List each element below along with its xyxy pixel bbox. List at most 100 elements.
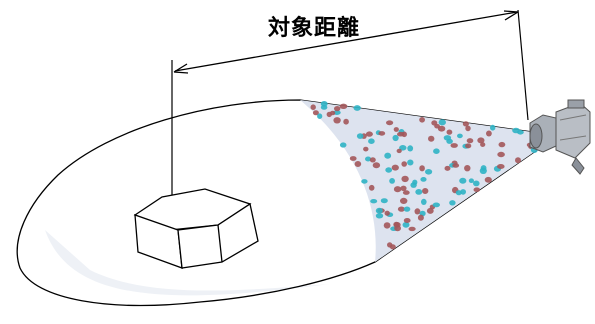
particle-dot <box>339 142 347 148</box>
particle-dot <box>490 124 496 131</box>
particle-dot <box>326 111 332 118</box>
particle-dot <box>480 142 486 148</box>
particle-dot <box>460 189 466 195</box>
particle-dot <box>426 207 434 214</box>
particle-dot <box>414 208 421 215</box>
particle-dot <box>365 156 372 162</box>
particle-dot <box>333 117 341 124</box>
particle-dot <box>386 120 394 126</box>
particle-dot <box>380 198 388 204</box>
particle-dot <box>400 197 408 204</box>
particle-dot <box>452 163 460 168</box>
particle-dot <box>403 218 411 223</box>
particle-dot <box>317 113 323 119</box>
distance-arrowhead-right <box>503 10 519 21</box>
particle-dot <box>407 145 414 152</box>
particle-dot <box>428 135 435 142</box>
distance-label: 対象距離 <box>268 16 361 41</box>
particle-dot <box>393 127 399 132</box>
particle-dot <box>353 105 361 111</box>
particle-dot <box>334 106 341 112</box>
particle-dot <box>420 177 427 182</box>
particle-dot <box>466 138 474 144</box>
particle-dot <box>389 244 396 250</box>
particle-dot <box>479 167 487 174</box>
particle-dot <box>449 200 456 206</box>
particle-dot <box>402 190 410 195</box>
particle-dot <box>497 164 505 169</box>
particle-dot <box>396 148 402 154</box>
particle-dot <box>419 165 425 172</box>
particle-dot <box>498 141 506 148</box>
detection-field-outline <box>16 99 541 307</box>
particle-dot <box>457 133 463 139</box>
particle-dot <box>410 182 417 188</box>
particle-dot <box>515 157 521 164</box>
particle-dot <box>356 133 364 139</box>
particle-dot <box>415 189 423 195</box>
particle-dot <box>384 152 392 159</box>
particle-dot <box>361 179 368 184</box>
particle-dot <box>419 117 425 123</box>
particle-dot <box>369 157 376 163</box>
particle-dot <box>473 187 481 192</box>
particle-dot <box>375 207 383 214</box>
particle-dot <box>450 143 458 148</box>
particle-dots <box>310 101 542 250</box>
particle-dot <box>393 221 400 228</box>
particle-dot <box>391 164 399 171</box>
particle-dot <box>383 222 391 229</box>
particle-dot <box>468 178 474 183</box>
particle-dot <box>421 198 427 205</box>
particle-dot <box>422 188 429 194</box>
particle-dot <box>368 138 375 144</box>
particle-dot <box>397 206 405 212</box>
particle-dot <box>402 221 410 228</box>
particle-dot <box>310 104 316 110</box>
particle-dot <box>477 137 485 144</box>
particle-dot <box>343 118 349 125</box>
particle-dot <box>425 169 433 175</box>
particle-dot <box>384 210 390 216</box>
particle-dot <box>401 175 409 183</box>
particle-dot <box>370 199 378 204</box>
particle-dot <box>400 185 407 191</box>
particle-dot <box>392 134 399 142</box>
particle-dot <box>339 103 348 110</box>
particle-dot <box>354 161 362 167</box>
particle-dot <box>432 202 440 208</box>
distance-arrowhead-left <box>173 63 189 74</box>
particle-dot <box>465 125 471 132</box>
particle-dot <box>459 177 467 184</box>
particle-dot <box>372 162 381 169</box>
particle-dot <box>437 125 446 132</box>
particle-dot <box>378 131 386 136</box>
sensor-beam-cone <box>300 100 540 262</box>
particle-dot <box>497 151 505 158</box>
particle-dot <box>486 130 492 137</box>
particle-dot <box>408 226 416 232</box>
particle-dot <box>464 165 471 172</box>
particle-dot <box>397 131 405 137</box>
particle-dot <box>401 161 408 167</box>
particle-dot <box>462 121 469 127</box>
particle-dot <box>365 131 373 137</box>
particle-dot <box>399 145 407 151</box>
particle-dot <box>393 186 402 193</box>
particle-dot <box>446 138 453 144</box>
particle-dot <box>385 167 393 173</box>
particle-dot <box>389 178 395 184</box>
particle-dot <box>444 165 451 171</box>
distance-right-extension <box>517 9 529 121</box>
particle-dot <box>433 148 440 154</box>
particle-dot <box>403 206 411 212</box>
particle-dot <box>517 130 524 135</box>
particle-dot <box>438 119 446 126</box>
particle-dot <box>349 156 357 161</box>
particle-dot <box>363 146 369 152</box>
particle-dot <box>465 143 472 149</box>
camera-icon <box>529 99 591 175</box>
particle-dot <box>484 176 492 183</box>
